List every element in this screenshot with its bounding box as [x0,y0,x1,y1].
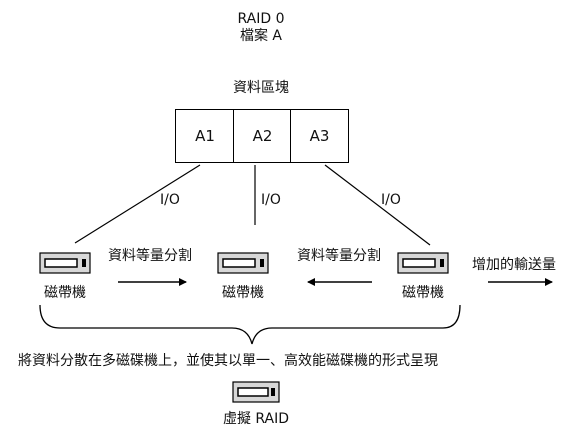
throughput-label: 增加的輸送量 [472,257,556,273]
title-raid-level: RAID 0 [237,11,285,27]
grouping-brace [39,304,461,345]
tape-drive-icon-2 [217,252,269,274]
io-line-left [74,164,201,244]
virtual-raid-drive-icon [232,381,280,403]
tape-drive-label-1: 磁帶機 [44,285,86,301]
description-text: 將資料分散在多磁碟機上，並使其以單一、高效能磁碟機的形式呈現 [18,353,438,369]
io-label-right: I/O [381,192,401,208]
io-label-middle: I/O [261,192,281,208]
data-block-cell-a3: A3 [290,109,349,163]
data-block-label: 資料區塊 [233,80,289,96]
tape-drive-icon-3 [397,252,449,274]
title-file-name: 檔案 A [239,28,283,44]
split-label-1: 資料等量分割 [108,248,192,264]
io-line-right [324,164,431,246]
data-block-cell-a1: A1 [175,109,235,163]
data-block-cell-a2-label: A2 [252,127,273,145]
io-label-left: I/O [160,192,180,208]
tape-drive-label-2: 磁帶機 [222,285,264,301]
tape-drive-icon-1 [39,252,91,274]
split-label-2: 資料等量分割 [297,248,381,264]
data-block-cell-a3-label: A3 [309,127,330,145]
virtual-raid-label: 虛擬 RAID [222,411,290,427]
tape-drive-label-3: 磁帶機 [402,285,444,301]
data-block-cell-a2: A2 [233,109,292,163]
data-block-cell-a1-label: A1 [195,127,215,145]
